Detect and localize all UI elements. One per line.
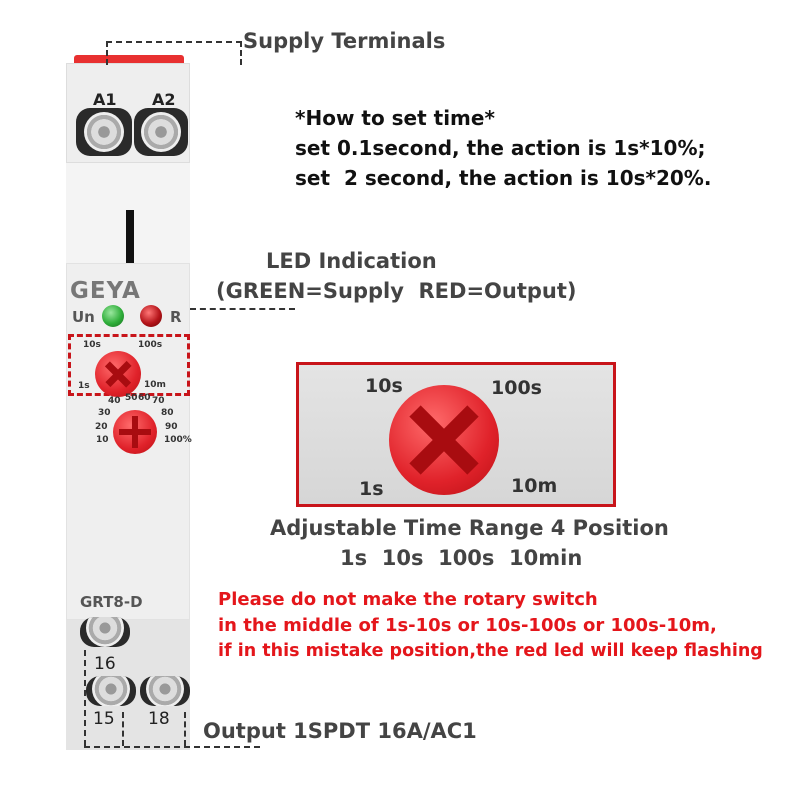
range-values: 1s 10s 100s 10min: [340, 546, 583, 570]
dial-label-70: 70: [152, 396, 165, 406]
warning-line-3: if in this mistake position,the red led …: [218, 641, 763, 661]
output-label: Output 1SPDT 16A/AC1: [203, 719, 477, 743]
percent-knob[interactable]: [113, 410, 157, 454]
dial-label-60: 60: [138, 393, 151, 403]
terminal-label-18: 18: [148, 709, 170, 729]
how-to-line-2: set 2 second, the action is 10s*20%.: [295, 166, 712, 190]
time-range-knob[interactable]: [95, 351, 141, 397]
led-leader-line: [190, 308, 295, 310]
led-indication-desc: (GREEN=Supply RED=Output): [216, 279, 577, 303]
dial-label-50: 50: [125, 393, 138, 403]
terminal-15[interactable]: [86, 676, 136, 706]
dial-label-10: 10: [96, 435, 109, 445]
led-label-un: Un: [72, 308, 95, 326]
dial-label-10m: 10m: [144, 380, 166, 390]
terminal-label-a1: A1: [93, 90, 117, 109]
dial-label-100s: 100s: [138, 340, 163, 350]
terminal-18[interactable]: [140, 676, 190, 706]
terminal-a2[interactable]: [134, 108, 188, 156]
brand-logo: GEYA: [70, 278, 141, 304]
zoom-label-10s: 10s: [365, 375, 403, 397]
supply-terminals-label: Supply Terminals: [243, 29, 446, 53]
terminal-label-16: 16: [94, 654, 116, 674]
red-led-icon: [140, 305, 162, 327]
zoom-label-10m: 10m: [511, 475, 558, 497]
range-title: Adjustable Time Range 4 Position: [270, 516, 669, 540]
dial-label-90: 90: [165, 422, 178, 432]
supply-leader-line: [106, 41, 242, 65]
warning-line-1: Please do not make the rotary switch: [218, 589, 598, 610]
terminal-a1[interactable]: [76, 108, 132, 156]
terminal-label-15: 15: [93, 709, 115, 729]
zoomed-time-range-knob: [389, 385, 499, 495]
led-indication-title: LED Indication: [266, 249, 437, 273]
dial-label-1s: 1s: [78, 381, 90, 391]
dial-label-80: 80: [161, 408, 174, 418]
zoom-label-1s: 1s: [359, 478, 384, 500]
zoom-label-100s: 100s: [491, 377, 542, 399]
how-to-line-1: set 0.1second, the action is 1s*10%;: [295, 136, 706, 160]
warning-line-2: in the middle of 1s-10s or 10s-100s or 1…: [218, 615, 717, 636]
green-led-icon: [102, 305, 124, 327]
dial-label-10s: 10s: [83, 340, 101, 350]
how-to-title: *How to set time*: [295, 106, 495, 130]
dial-zoom-panel: 10s 100s 1s 10m: [296, 362, 616, 507]
dial-label-40: 40: [108, 396, 121, 406]
terminal-label-a2: A2: [152, 90, 176, 109]
dial-label-20: 20: [95, 422, 108, 432]
dial-label-30: 30: [98, 408, 111, 418]
led-label-r: R: [170, 308, 182, 326]
time-range-highlight: [68, 334, 190, 396]
output-leader-line: [84, 650, 86, 746]
dial-label-100: 100%: [164, 435, 192, 445]
terminal-16[interactable]: [80, 617, 130, 647]
model-label: GRT8-D: [80, 593, 143, 611]
